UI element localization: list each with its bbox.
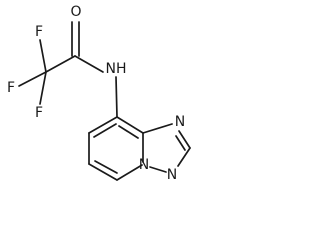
bond-n3-c2-inner (175, 135, 186, 151)
atom-n-ring-top: N (175, 114, 185, 130)
atom-labels: F F F O NH N N N (7, 4, 185, 183)
bond-c6-c5 (88, 163, 118, 181)
bond-n1-n4 (149, 166, 167, 173)
bond-c6-c5-inner (94, 160, 118, 174)
bond-cf3-f1 (39, 39, 47, 73)
atom-n-bridge: N (139, 157, 149, 173)
atom-nh: NH (106, 61, 127, 77)
bond-cf3-f2 (18, 71, 47, 87)
bond-cf3-f3 (39, 71, 47, 105)
bond-c8a-n3 (142, 123, 173, 134)
bond-c8-c7-inner (93, 123, 117, 138)
bond-cf3-carbonyl (45, 55, 76, 73)
atom-n-ring-bottom: N (167, 167, 177, 183)
atom-f2: F (7, 80, 15, 96)
atom-f1: F (35, 24, 43, 40)
bond-nh-c8 (115, 76, 118, 118)
bonds (18, 21, 191, 181)
bond-carbonyl-nh (74, 55, 104, 73)
bond-c2-n1 (177, 147, 191, 167)
bond-c5-n4 (116, 164, 143, 181)
bond-c8a-c8 (116, 116, 144, 134)
bond-c8-c7 (88, 116, 118, 134)
atom-f3: F (35, 105, 43, 121)
bond-c8a-c8-inner (118, 125, 139, 139)
bond-n3-c2 (178, 130, 191, 149)
atom-o: O (70, 4, 81, 20)
chemical-structure: F F F O NH N N N (7, 4, 191, 183)
